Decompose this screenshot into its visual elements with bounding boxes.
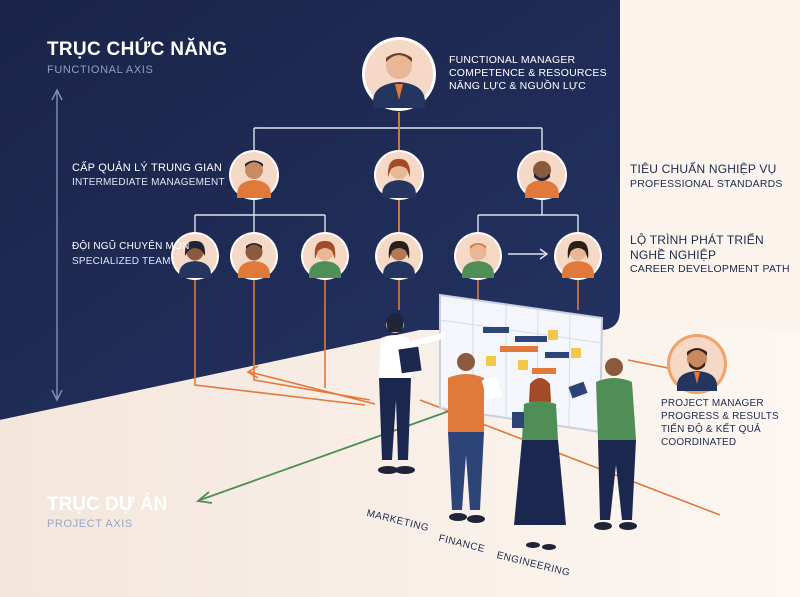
- pm-line4: COORDINATED: [661, 437, 737, 448]
- career-line2: NGHỀ NGHIỆP: [630, 248, 717, 262]
- project-axis-title: TRỤC DỰ ÁN: [47, 494, 168, 515]
- career-arrow: [508, 248, 549, 260]
- avatar-intermediate-left: [229, 150, 279, 200]
- person-orange-shirt: [448, 353, 503, 523]
- functional-manager-line1: FUNCTIONAL MANAGER: [449, 54, 576, 66]
- avatar-intermediate-center: [374, 150, 424, 200]
- pm-line1: PROJECT MANAGER: [661, 398, 764, 409]
- standards-line2: PROFESSIONAL STANDARDS: [630, 178, 783, 190]
- avatar-team-4: [375, 232, 423, 280]
- person-presenter: [378, 312, 446, 474]
- functional-axis-title: TRỤC CHỨC NĂNG: [47, 39, 228, 60]
- functional-axis-subtitle: FUNCTIONAL AXIS: [47, 64, 154, 76]
- avatar-project-manager: [667, 334, 727, 394]
- functional-axis-arrow: [51, 88, 63, 402]
- avatar-team-6: [554, 232, 602, 280]
- avatar-team-2: [230, 232, 278, 280]
- functional-manager-line2: COMPETENCE & RESOURCES: [449, 67, 607, 79]
- specialized-line2: SPECIALIZED TEAM: [72, 256, 171, 267]
- avatar-intermediate-right: [517, 150, 567, 200]
- project-axis-subtitle: PROJECT AXIS: [47, 518, 133, 530]
- person-green-shirt: [568, 358, 637, 530]
- avatar-team-5: [454, 232, 502, 280]
- specialized-line1: ĐỘI NGŨ CHUYÊN MÔN: [72, 241, 190, 252]
- intermediate-line2: INTERMEDIATE MANAGEMENT: [72, 177, 225, 188]
- pm-line2: PROGRESS & RESULTS: [661, 411, 779, 422]
- avatar-functional-manager: [362, 37, 436, 111]
- career-line3: CAREER DEVELOPMENT PATH: [630, 263, 790, 275]
- avatar-team-1: [171, 232, 219, 280]
- functional-manager-line3: NĂNG LỰC & NGUỒN LỰC: [449, 80, 586, 92]
- intermediate-line1: CẤP QUẢN LÝ TRUNG GIAN: [72, 162, 223, 174]
- career-line1: LỘ TRÌNH PHÁT TRIỂN: [630, 233, 764, 247]
- person-green-top: [512, 378, 566, 550]
- pm-line3: TIẾN ĐỘ & KẾT QUẢ: [661, 424, 761, 435]
- standards-line1: TIÊU CHUẨN NGHIỆP VỤ: [630, 162, 777, 176]
- avatar-team-3: [301, 232, 349, 280]
